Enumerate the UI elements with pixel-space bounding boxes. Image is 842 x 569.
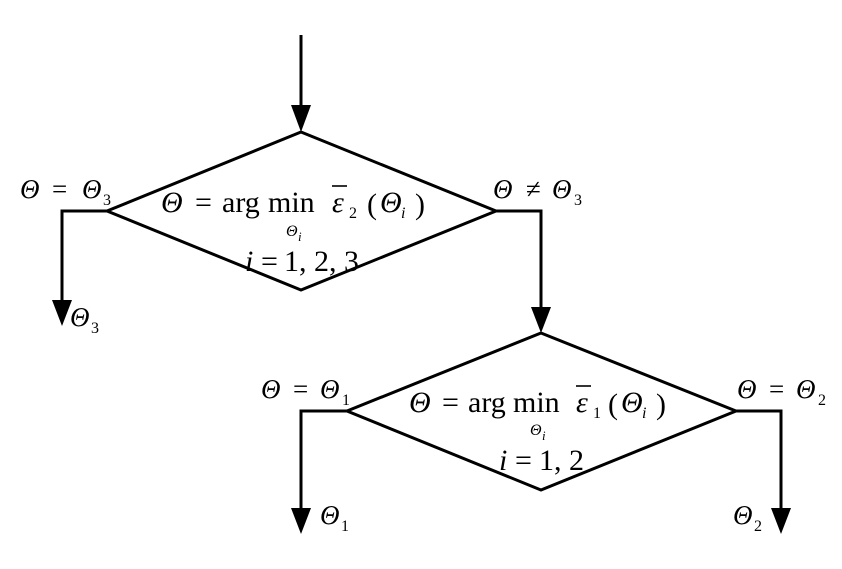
label-d1-left: Θ = Θ 3	[20, 174, 111, 209]
d1-right-sub: 3	[574, 192, 582, 209]
branch-theta2-line	[736, 409, 783, 510]
out1-symbol: Θ	[320, 500, 340, 530]
d2-right-op: =	[769, 374, 784, 404]
d1-min-sub-i: i	[298, 229, 302, 244]
d2-right-lhs: Θ	[737, 374, 757, 404]
d1-index-eq: =	[261, 245, 278, 278]
d1-index-var: i	[245, 245, 253, 278]
output-theta2: Θ 2	[733, 500, 762, 535]
d1-arg-theta-sub: i	[401, 205, 405, 222]
entry-arrowhead	[291, 105, 311, 132]
decision-1-formula: Θ = arg min Θ i ε 2 ( Θ i ) i = 1, 2, 3	[161, 185, 425, 278]
d1-lparen: (	[367, 188, 377, 221]
branch-theta1-arrowhead	[291, 508, 311, 534]
branch-not-theta3-arrowhead	[531, 307, 551, 333]
out3-sub: 3	[91, 320, 99, 337]
d1-min-sub: Θ	[286, 223, 298, 240]
d2-arg: arg	[468, 386, 506, 419]
d1-rparen: )	[415, 188, 425, 221]
d2-arg-theta: Θ	[621, 386, 643, 419]
out3-symbol: Θ	[70, 302, 90, 332]
d1-index-values: 1, 2, 3	[284, 245, 359, 278]
decision-diamond-2	[343, 331, 741, 492]
label-d2-left: Θ = Θ 1	[261, 374, 350, 409]
d2-epsilon: ε	[576, 386, 588, 419]
d2-min: min	[513, 386, 560, 419]
d2-left-sub: 1	[342, 392, 350, 409]
d1-right-lhs: Θ	[493, 174, 513, 204]
d1-left-lhs: Θ	[20, 174, 40, 204]
output-theta1: Θ 1	[320, 500, 349, 535]
out2-sub: 2	[754, 518, 762, 535]
d2-index-var: i	[499, 444, 507, 477]
d2-right-rhs: Θ	[796, 374, 816, 404]
d2-index-eq: =	[515, 444, 532, 477]
d2-theta: Θ	[409, 386, 431, 419]
branch-theta1-line	[299, 409, 347, 510]
d2-right-sub: 2	[818, 392, 826, 409]
decision-2-formula: Θ = arg min Θ i ε 1 ( Θ i ) i = 1, 2	[409, 385, 666, 477]
branch-theta3-arrowhead	[52, 300, 72, 326]
label-d1-right: Θ ≠ Θ 3	[493, 174, 582, 209]
d1-left-rhs: Θ	[82, 174, 102, 204]
output-theta3: Θ 3	[70, 302, 99, 337]
d2-min-sub-i: i	[542, 428, 546, 443]
d2-equals: =	[442, 386, 459, 419]
d2-min-sub: Θ	[530, 422, 542, 439]
d1-right-rhs: Θ	[552, 174, 572, 204]
d1-epsilon-sub: 2	[349, 205, 357, 222]
d1-theta: Θ	[161, 186, 183, 219]
out2-symbol: Θ	[733, 500, 753, 530]
d1-min: min	[268, 186, 315, 219]
d1-left-sub: 3	[103, 192, 111, 209]
d1-epsilon: ε	[332, 186, 344, 219]
d1-arg: arg	[222, 186, 260, 219]
branch-not-theta3-line	[496, 209, 543, 309]
d1-right-op: ≠	[526, 174, 541, 204]
label-d2-right: Θ = Θ 2	[737, 374, 826, 409]
branch-theta3-line	[60, 209, 107, 302]
branch-theta2-arrowhead	[771, 508, 791, 534]
d2-left-rhs: Θ	[320, 374, 340, 404]
d2-arg-theta-sub: i	[642, 405, 646, 422]
d2-lparen: (	[608, 388, 618, 421]
d2-index-values: 1, 2	[539, 444, 584, 477]
decision-diamond-1	[103, 130, 500, 292]
d1-arg-theta: Θ	[380, 186, 402, 219]
out1-sub: 1	[341, 518, 349, 535]
d1-left-op: =	[52, 174, 67, 204]
d1-equals: =	[195, 186, 212, 219]
d2-epsilon-sub: 1	[593, 405, 601, 422]
d2-left-lhs: Θ	[261, 374, 281, 404]
d2-rparen: )	[656, 388, 666, 421]
d2-left-op: =	[293, 374, 308, 404]
